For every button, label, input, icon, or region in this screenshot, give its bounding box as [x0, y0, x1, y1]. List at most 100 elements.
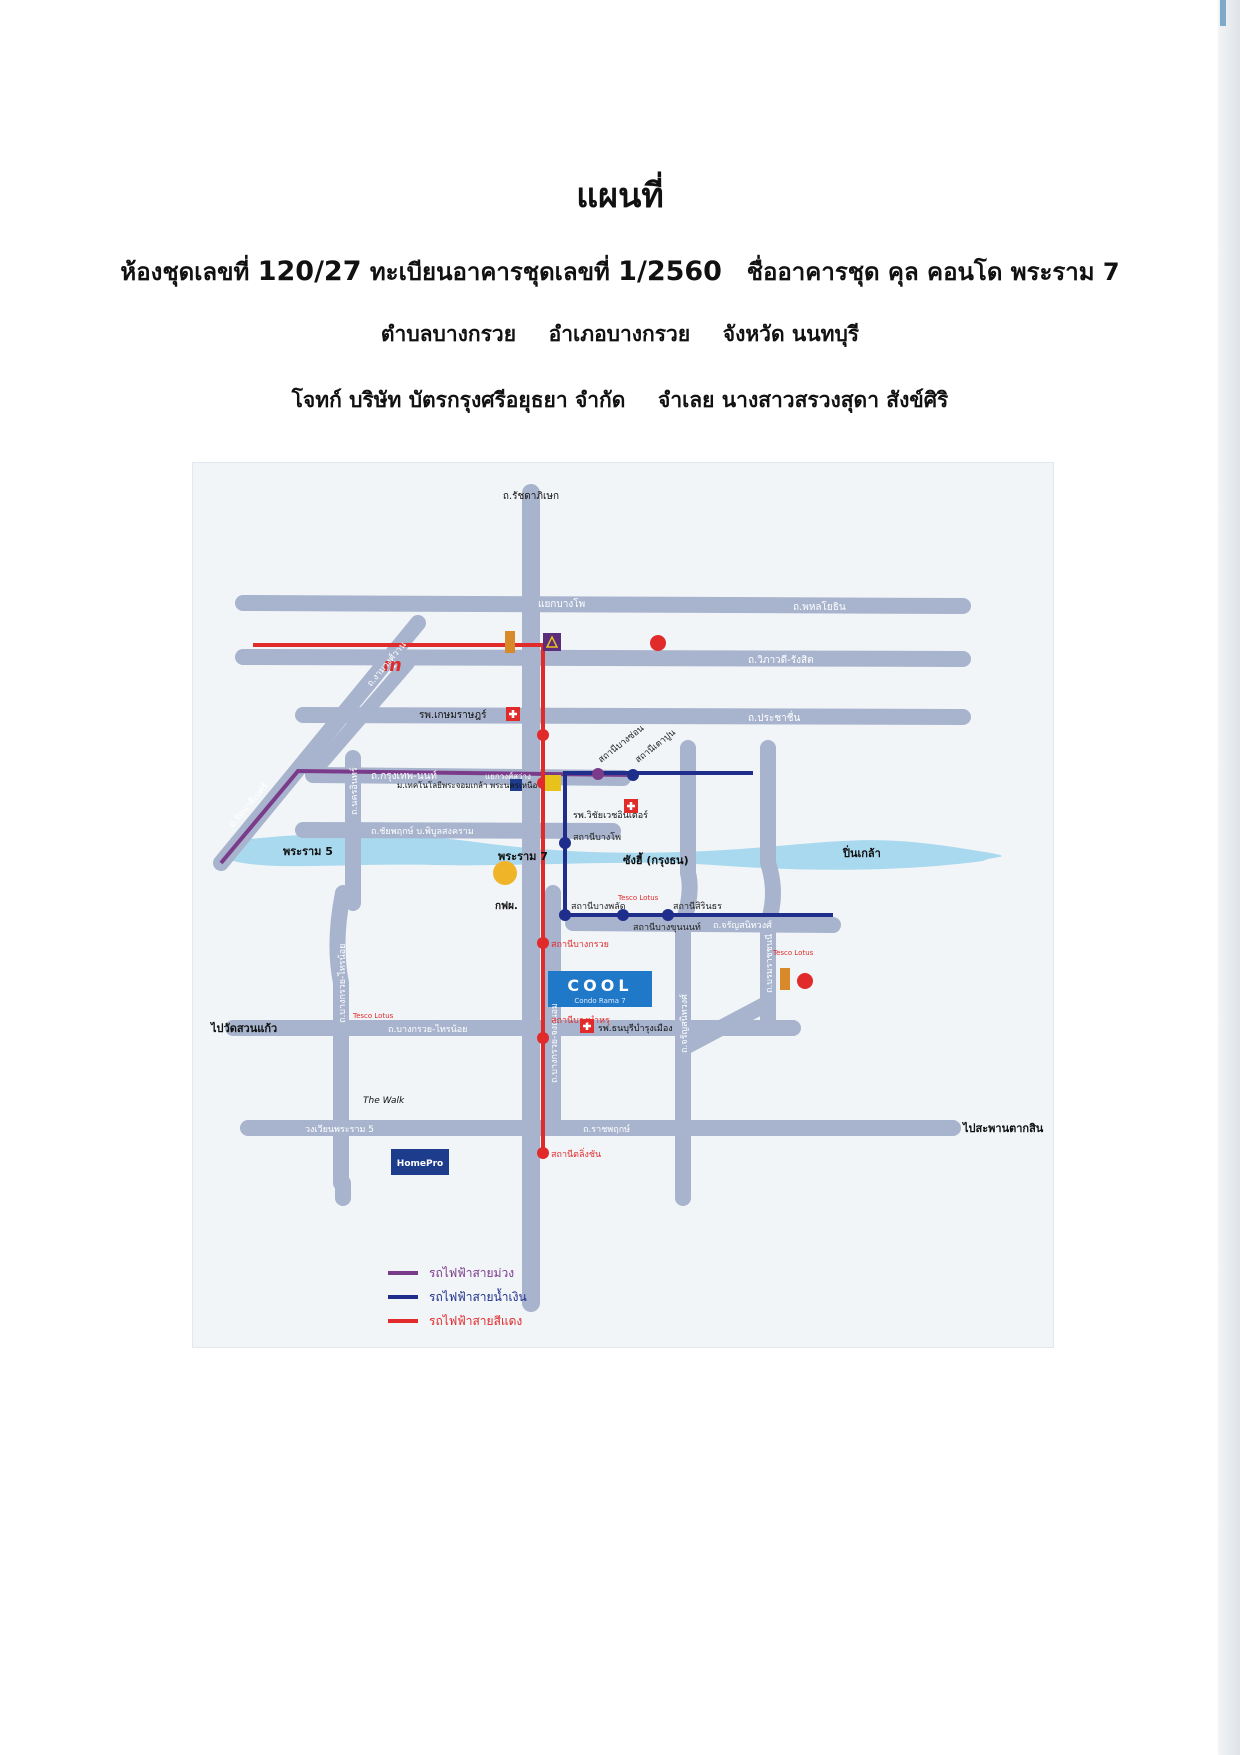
label-wongsawang: แยกวงศ์สว่าง [485, 771, 531, 781]
road-rattanathibet-diagonal [306, 656, 415, 780]
label-bangpho-junction: แยกบางโพ [538, 597, 585, 610]
label-jongthanom: ถ.บางกรวย-จงถนอม [550, 1003, 560, 1083]
label-to-wat-suankaew: ไปวัดสวนแก้ว [209, 1021, 277, 1035]
label-bangphlat: สถานีบางพลัด [571, 901, 626, 912]
label-bangkruai-red: สถานีบางกรวย [551, 939, 609, 950]
tesco-label-3: Tesco Lotus [352, 1012, 394, 1020]
label-rama5-circle: วงเวียนพระราม 5 [305, 1124, 374, 1135]
unit-number: 120/27 [257, 256, 362, 287]
label-egat: กฟผ. [495, 900, 518, 912]
condo-subtitle: Condo Rama 7 [574, 997, 625, 1005]
homepro-marker [391, 1149, 449, 1175]
building-name: ชื่ออาคารชุด คุล คอนโด พระราม 7 [746, 258, 1120, 286]
district: อำเภอบางกรวย [548, 322, 691, 346]
label-vichaiyut: รพ.วิชัยเวชอินเตอร์ [573, 809, 648, 821]
station-sirindhorn-dot [617, 909, 629, 921]
label-bangpho: สถานีบางโพ [573, 832, 621, 843]
road-prachachuen [295, 707, 971, 725]
label-boromratchachonnani: ถ.บรมราชชนนี [764, 934, 775, 993]
header-line-3: โจทก์ บริษัท บัตรกรุงศรีอยุธยา จำกัด จำเ… [0, 384, 1240, 417]
label-bangkruai-sainoi-h: ถ.บางกรวย-ไทรน้อย [388, 1024, 467, 1035]
road-network [213, 484, 971, 1312]
road-vibhavadi [235, 649, 971, 667]
label-krungthon-bridge: ซังฮี้ (กรุงธน) [623, 852, 689, 868]
page-edge [1218, 0, 1240, 1755]
emblem-icon-2 [797, 973, 813, 989]
bigc-icon [545, 775, 561, 791]
label-hospital2: รพ.ธนบุรีบำรุงเมือง [598, 1023, 673, 1034]
label-kmutnb: ม.เทคโนโลยีพระจอมเกล้า พระนครเหนือ [397, 780, 537, 790]
label-bangbamru: สถานีบางบำหรุ [551, 1015, 610, 1026]
map-canvas: COOL Condo Rama 7 HomePro m Tesco Lotus … [209, 484, 1044, 1328]
map-legend: รถไฟฟ้าสายม่วง รถไฟฟ้าสายน้ำเงิน รถไฟฟ้า… [388, 1266, 527, 1328]
chao-phraya-river [233, 833, 1002, 870]
label-pibulsongkram: ถ.ชัยพฤกษ์ บ.พิบูลสงคราม [371, 825, 474, 837]
condo-marker [548, 971, 652, 1007]
label-to-taksin-bridge: ไปสะพานตากสิน [961, 1121, 1044, 1135]
subdistrict: ตำบลบางกรวย [380, 322, 517, 346]
temple-icon-1 [505, 631, 515, 653]
label-ratchadaphisek: ถ.รัชดาภิเษก [503, 491, 559, 502]
legend-label-red: รถไฟฟ้าสายสีแดง [429, 1314, 522, 1328]
station-markers [537, 729, 674, 1159]
scb-bank-glyph [545, 635, 559, 648]
hospital-cross-3 [583, 1022, 591, 1030]
condo-name: COOL [567, 976, 632, 995]
legend-label-purple: รถไฟฟ้าสายม่วง [429, 1266, 514, 1280]
road-bangkruai-sainoi-v [329, 885, 351, 1191]
station-red-3-dot [537, 937, 549, 949]
station-taopoon-dot [627, 769, 639, 781]
road-krungthep-nonthaburi [305, 767, 631, 786]
label-nakhon-in: ถ.นครอินทร์ [348, 767, 360, 815]
header-line-2: ตำบลบางกรวย อำเภอบางกรวย จังหวัด นนทบุรี [0, 318, 1240, 351]
temple-icon-2 [780, 968, 790, 990]
registration-number: 1/2560 [618, 256, 722, 287]
label-charansanitwong-v: ถ.จรัญสนิทวงศ์ [678, 994, 690, 1053]
label-rama5-bridge: พระราม 5 [283, 845, 333, 858]
label-taling-chan: สถานีตลิ่งชัน [551, 1147, 601, 1160]
egat-icon [493, 861, 517, 885]
label-sirindhorn: สถานีสิรินธร [673, 901, 722, 912]
label-bangkhunnon: สถานีบางขุนนนท์ [633, 921, 701, 933]
road-phahonyothin [235, 595, 971, 614]
hospital-cross-1 [509, 710, 517, 718]
landmarks: COOL Condo Rama 7 HomePro m Tesco Lotus … [352, 631, 814, 1175]
province: จังหวัด นนทบุรี [722, 322, 860, 346]
defendant: จำเลย นางสาวสรวงสุดา สังข์ศิริ [658, 388, 949, 412]
blue-line [563, 771, 833, 917]
mall-logo-m: m [383, 655, 402, 676]
thewalk-label: The Walk [363, 1096, 405, 1106]
unit-prefix: ห้องชุดเลขที่ [120, 258, 250, 286]
label-vibhavadi: ถ.วิภาวดี-รังสิต [748, 654, 814, 666]
page-title: แผนที่ [576, 176, 664, 216]
label-pinklao-bridge: ปิ่นเกล้า [842, 845, 881, 860]
label-rama7-bridge: พระราม 7 [498, 850, 548, 863]
registration-label: ทะเบียนอาคารชุดเลขที่ [369, 258, 610, 286]
station-red-1-dot [537, 729, 549, 741]
label-charansanitwong-h: ถ.จรัญสนิทวงศ์ [713, 919, 772, 931]
station-bangkhunnon-dot [662, 909, 674, 921]
station-bangson-dot [592, 768, 604, 780]
homepro-label: HomePro [397, 1159, 443, 1169]
location-map: COOL Condo Rama 7 HomePro m Tesco Lotus … [192, 462, 1054, 1348]
plaintiff: โจทก์ บริษัท บัตรกรุงศรีอยุธยา จำกัด [291, 388, 626, 412]
label-phahonyothin: ถ.พหลโยธิน [793, 600, 846, 613]
tesco-label-1: Tesco Lotus [617, 894, 659, 902]
emblem-icon-1 [650, 635, 666, 651]
road-connector-se [675, 995, 776, 1056]
station-bangpho-dot [559, 837, 571, 849]
label-prachachuen: ถ.ประชาชื่น [748, 710, 801, 724]
university-icon [510, 779, 522, 791]
label-krungthep-nonthaburi: ถ.กรุงเทพ-นนท์ [371, 770, 437, 782]
purple-line [219, 768, 634, 865]
station-red-4-dot [537, 1032, 549, 1044]
label-kasemrad: รพ.เกษมราษฎร์ [419, 709, 487, 721]
legend-label-blue: รถไฟฟ้าสายน้ำเงิน [429, 1288, 527, 1304]
road-charansanitwong-h [565, 915, 841, 933]
page-edge-tab [1220, 0, 1226, 26]
label-bangkruai-sainoi-v: ถ.บางกรวย-ไทรน้อย [337, 944, 348, 1023]
label-ratchaphruek: ถ.ราชพฤกษ์ [583, 1123, 630, 1135]
tesco-label-2: Tesco Lotus [772, 949, 814, 957]
station-red-5-dot [537, 1147, 549, 1159]
station-bangphlat-dot [559, 909, 571, 921]
